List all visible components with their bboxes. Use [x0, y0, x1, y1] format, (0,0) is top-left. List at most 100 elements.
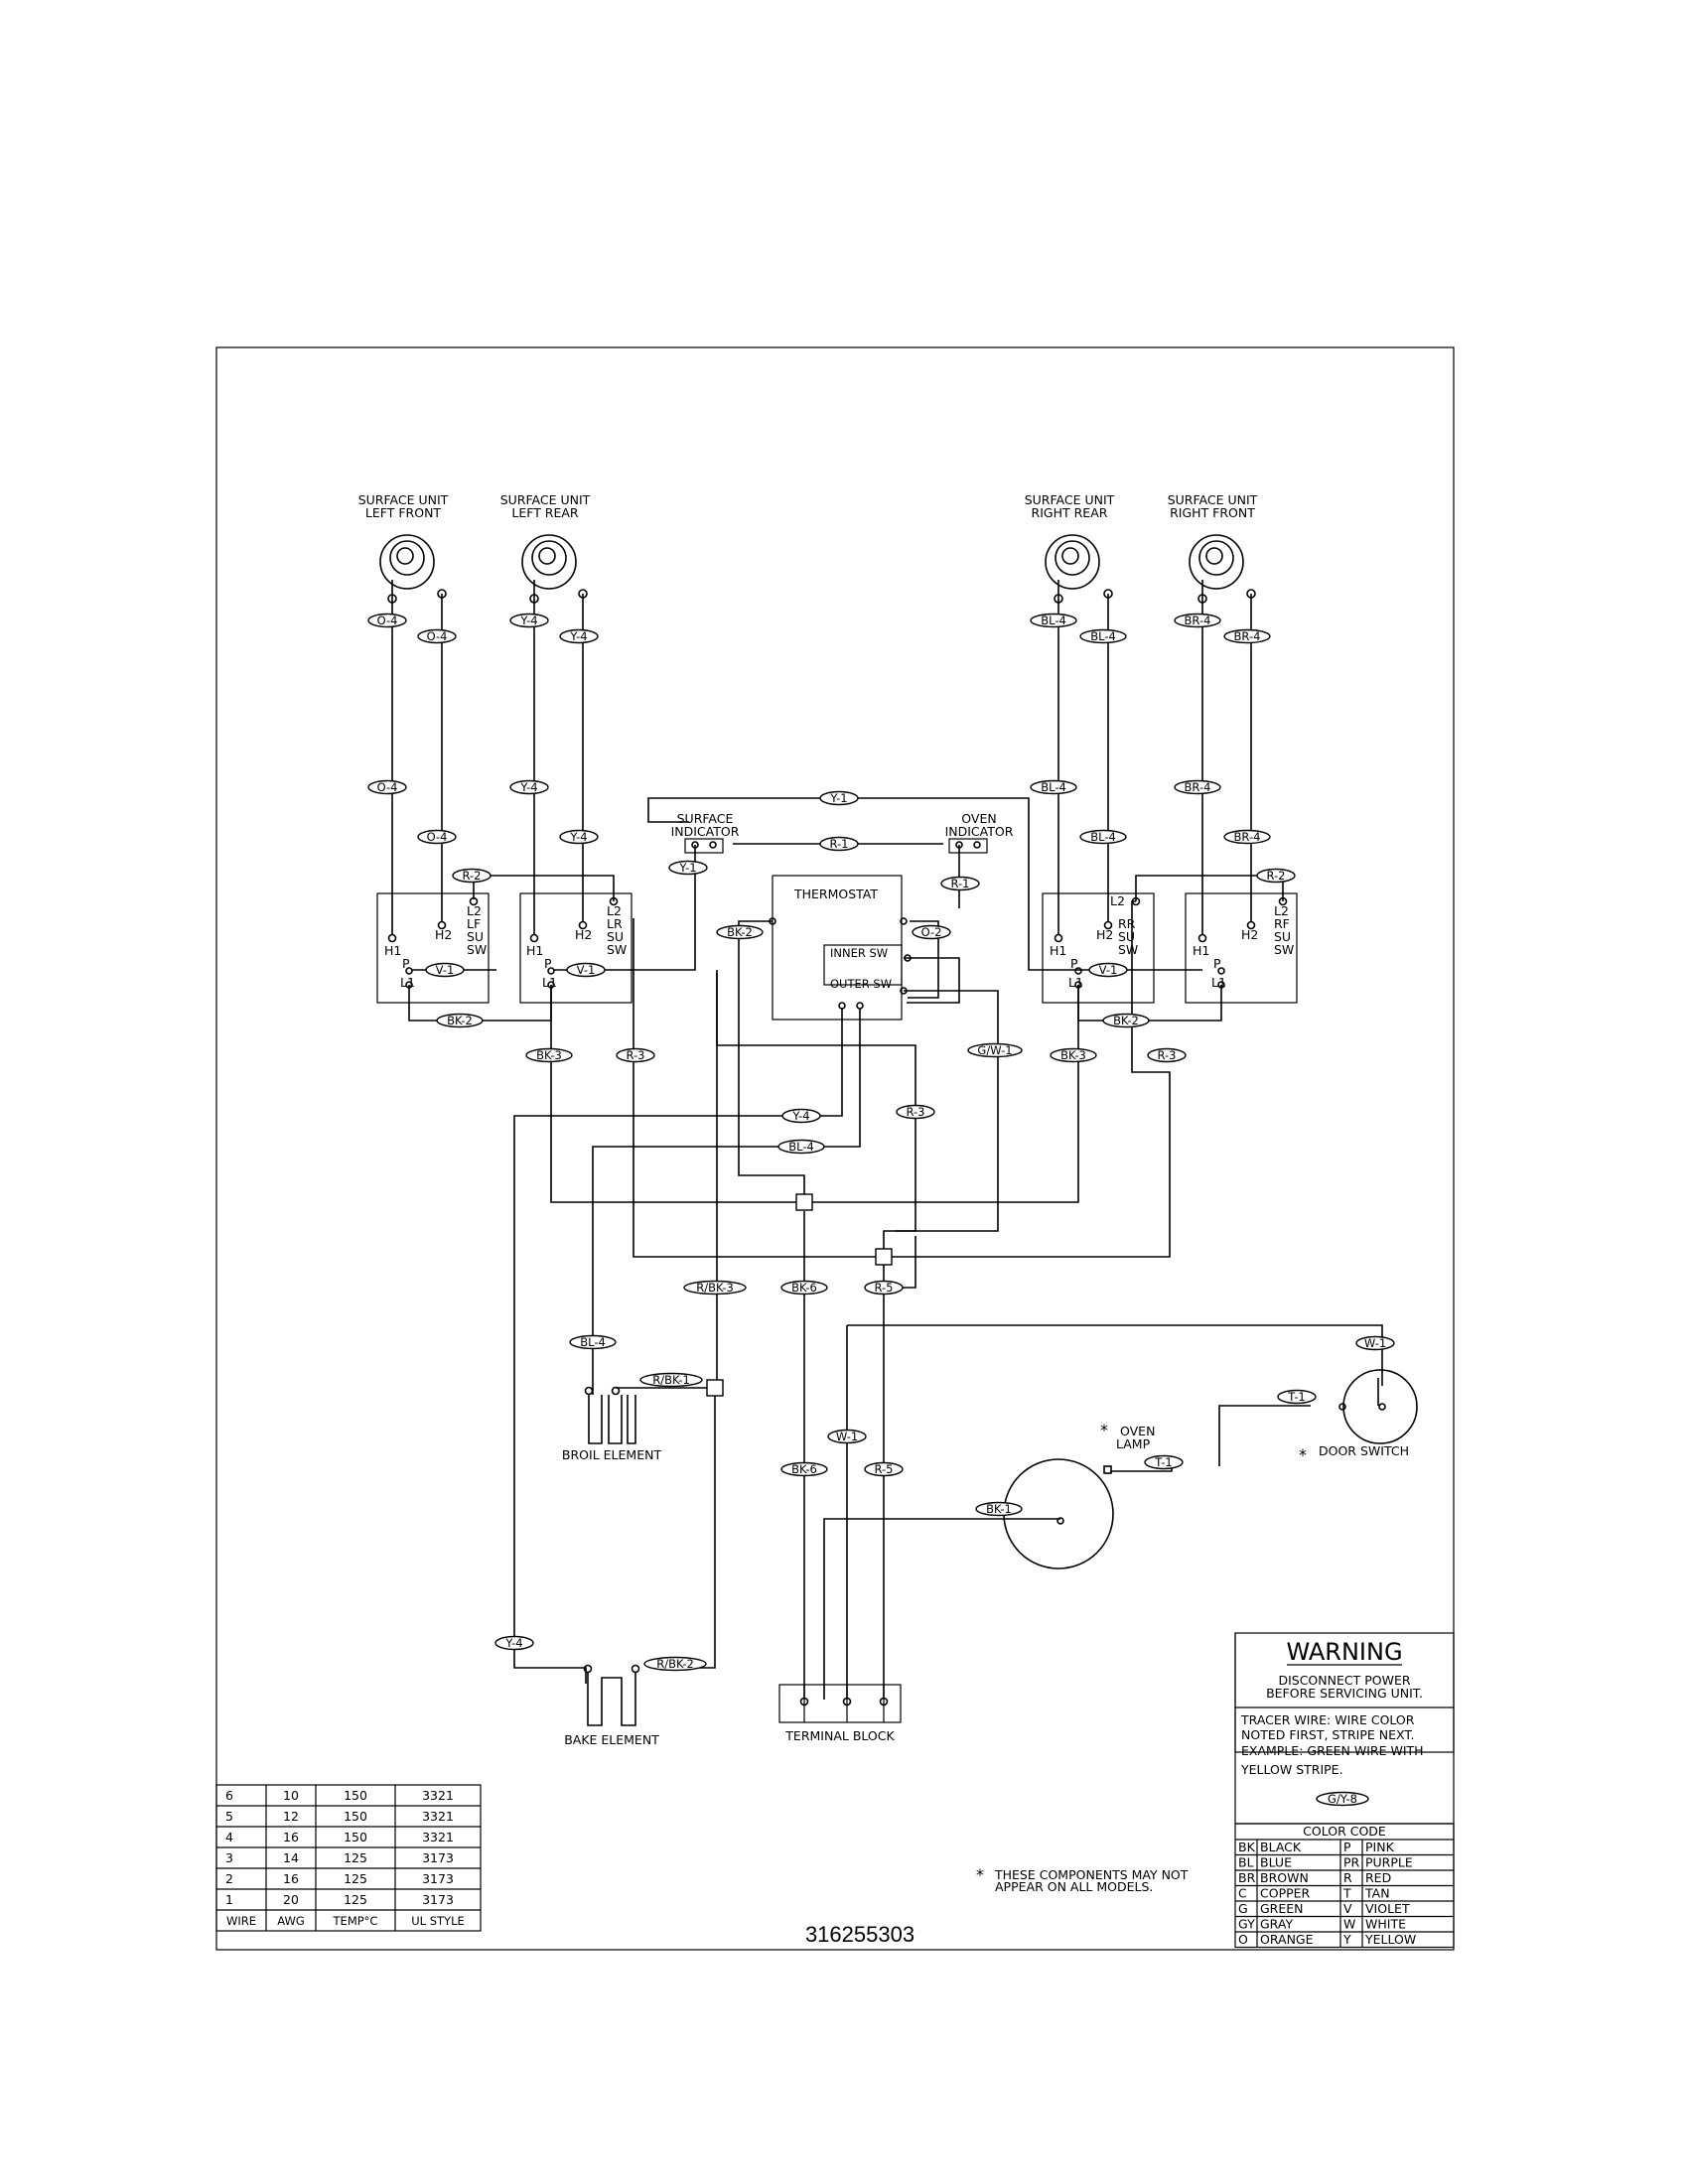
wire-label-tag: Y-4	[559, 628, 599, 644]
wire-label-tag: O-4	[417, 628, 457, 644]
wire-label-tag: O-4	[417, 829, 457, 845]
color-code-cell: PINK	[1365, 1840, 1395, 1854]
color-code-cell: VIOLET	[1365, 1901, 1410, 1916]
wire-label-text: BR-4	[1185, 780, 1211, 794]
wire-label-text: Y-4	[519, 614, 537, 627]
svg-text:APPEAR ON ALL MODELS.: APPEAR ON ALL MODELS.	[995, 1879, 1153, 1894]
switch-rr: H1 H2 L2 RR SU SW P L1	[1042, 892, 1155, 1004]
svg-text:SURFACE: SURFACE	[677, 811, 734, 826]
wire-label-tag: R-5	[864, 1461, 904, 1477]
tracer-example-tag: G/Y-8	[1316, 1791, 1369, 1807]
surface-unit-label: SURFACE UNIT	[1025, 492, 1115, 507]
svg-text:L2: L2	[607, 903, 622, 918]
warning-box: WARNING DISCONNECT POWER BEFORE SERVICIN…	[1234, 1632, 1455, 1824]
color-code-cell: BL	[1238, 1855, 1254, 1870]
wire-label-text: Y-4	[504, 1636, 522, 1650]
wire-label-tag: R-3	[1147, 1047, 1187, 1063]
surface-unit-label: RIGHT REAR	[1032, 505, 1108, 520]
color-code-cell: BLUE	[1260, 1855, 1292, 1870]
color-code-cell: T	[1342, 1886, 1351, 1901]
wire-table-cell: 3321	[422, 1830, 454, 1844]
wire-label-text: Y-4	[569, 629, 587, 643]
svg-text:LAMP: LAMP	[1116, 1436, 1151, 1451]
wire-label-tag: Y-1	[819, 790, 859, 806]
svg-text:H2: H2	[1096, 927, 1113, 942]
wire-label-text: V-1	[577, 963, 596, 977]
svg-text:L1: L1	[1211, 975, 1226, 990]
color-code-cell: PURPLE	[1365, 1855, 1413, 1870]
wire-table-cell: 20	[283, 1892, 299, 1907]
color-code-cell: WHITE	[1365, 1917, 1406, 1932]
svg-text:SW: SW	[1118, 942, 1138, 957]
wire-table-header: AWG	[277, 1914, 305, 1928]
wire-table-cell: 150	[344, 1788, 367, 1803]
wire-label-text: R-3	[1158, 1048, 1177, 1062]
svg-text:DISCONNECT POWER: DISCONNECT POWER	[1278, 1673, 1410, 1688]
svg-text:L1: L1	[1068, 975, 1083, 990]
svg-text:H1: H1	[526, 943, 543, 958]
wire-label-tag: BL-4	[1030, 779, 1077, 795]
wire-label-tag: BK-3	[1050, 1047, 1097, 1063]
wire-label-text: O-4	[377, 780, 398, 794]
svg-text:LF: LF	[467, 916, 481, 931]
switches: H1 H2 L2 LF SU SW P L1 H1 H2 L2 LR SU SW…	[376, 892, 1298, 1004]
svg-text:INDICATOR: INDICATOR	[671, 824, 740, 839]
wire-label-text: BL-4	[1090, 830, 1116, 844]
surface-unit-right-front: SURFACE UNIT RIGHT FRONT	[1168, 492, 1258, 604]
wire-table-cell: 150	[344, 1809, 367, 1824]
wire-label-text: R-2	[463, 869, 482, 883]
svg-text:SU: SU	[1274, 929, 1291, 944]
wire-label-text: Y-1	[678, 861, 696, 875]
wire-label-tag: BK-6	[780, 1280, 828, 1296]
wire-label-tag: W-1	[1355, 1335, 1395, 1351]
wire-table-cell: 14	[283, 1850, 299, 1865]
svg-text:P: P	[1213, 956, 1221, 971]
color-code-cell: COPPER	[1260, 1886, 1311, 1901]
color-code-cell: BK	[1238, 1840, 1256, 1854]
wire-label-tag: BR-4	[1174, 613, 1221, 628]
svg-text:*: *	[1299, 1445, 1307, 1464]
svg-text:YELLOW STRIPE.: YELLOW STRIPE.	[1240, 1762, 1343, 1777]
wire-label-text: R-1	[951, 877, 970, 890]
surface-indicator: SURFACE INDICATOR	[671, 811, 740, 854]
wire-label-text: BL-4	[1041, 780, 1066, 794]
color-code-cell: ORANGE	[1260, 1932, 1314, 1947]
svg-text:LR: LR	[607, 916, 623, 931]
svg-text:H2: H2	[435, 927, 452, 942]
svg-text:P: P	[402, 956, 410, 971]
svg-text:P: P	[1070, 956, 1078, 971]
wire-label-tag: BL-4	[1079, 829, 1127, 845]
color-code-cell: R	[1343, 1870, 1352, 1885]
wire-label-text: BK-3	[1060, 1048, 1086, 1062]
svg-text:H1: H1	[1193, 943, 1209, 958]
svg-text:SU: SU	[1118, 929, 1135, 944]
thermostat-label: THERMOSTAT	[793, 887, 878, 901]
svg-text:P: P	[544, 956, 552, 971]
wire-label-text: Y-1	[829, 791, 847, 805]
surface-units: SURFACE UNIT LEFT FRONT SURFACE UNIT LEF…	[358, 492, 1258, 604]
color-code-cell: TAN	[1364, 1886, 1390, 1901]
wire-label-text: V-1	[1099, 963, 1118, 977]
wire-label-text: BK-2	[447, 1014, 473, 1027]
indicators: SURFACE INDICATOR OVEN INDICATOR	[671, 811, 1014, 854]
wire-labels: O-4O-4O-4O-4Y-4Y-4Y-4Y-4BL-4BL-4BL-4BL-4…	[367, 613, 1395, 1807]
wire-label-text: O-4	[427, 629, 448, 643]
color-code-cell: W	[1343, 1917, 1355, 1932]
wire-table-header: UL STYLE	[411, 1914, 465, 1928]
wire-label-tag: V-1	[1088, 962, 1128, 978]
wire-label-tag: BR-4	[1223, 628, 1271, 644]
svg-text:H2: H2	[575, 927, 592, 942]
wire-table-cell: 125	[344, 1850, 367, 1865]
wire-label-text: BL-4	[788, 1140, 814, 1154]
wire-label-tag: Y-4	[559, 829, 599, 845]
svg-text:EXAMPLE: GREEN WIRE WITH: EXAMPLE: GREEN WIRE WITH	[1241, 1743, 1424, 1758]
wire-label-text: BK-2	[727, 925, 753, 939]
wire-label-text: BL-4	[1090, 629, 1116, 643]
svg-text:L1: L1	[542, 975, 557, 990]
wire-label-text: BL-4	[580, 1335, 606, 1349]
color-code-cell: V	[1343, 1901, 1352, 1916]
color-code-cell: GREEN	[1260, 1901, 1304, 1916]
tracer-example-text: G/Y-8	[1328, 1792, 1357, 1806]
